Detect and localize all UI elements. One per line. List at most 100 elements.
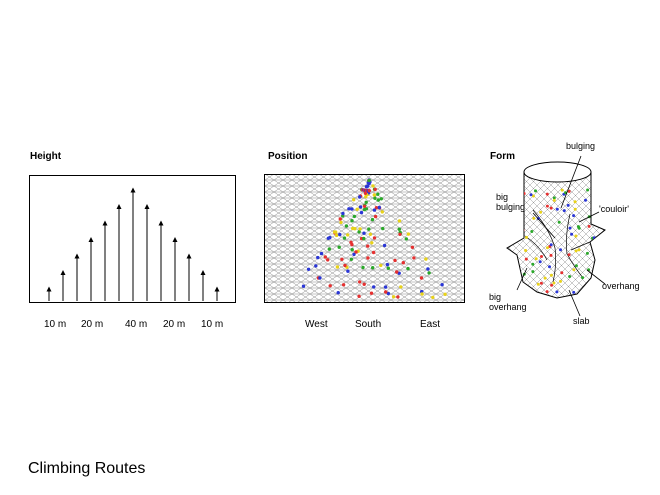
form-label-big-bulging: big bulging xyxy=(496,192,526,212)
form-route-dot xyxy=(531,270,535,274)
route-dot xyxy=(323,255,327,259)
route-dot xyxy=(396,295,400,299)
route-dot xyxy=(342,236,347,240)
position-title: Position xyxy=(268,151,308,162)
route-dot xyxy=(372,193,376,197)
route-dot xyxy=(352,214,357,219)
route-dot xyxy=(371,184,375,188)
route-dot xyxy=(357,294,361,298)
form-label-slab: slab xyxy=(573,316,590,326)
route-dot xyxy=(332,230,337,234)
form-route-dot xyxy=(577,248,581,252)
route-dot xyxy=(397,227,401,231)
height-title: Height xyxy=(30,151,62,162)
route-dot xyxy=(381,226,385,231)
form-route-dot xyxy=(548,265,551,269)
route-dot xyxy=(352,252,356,257)
route-dot xyxy=(372,236,377,240)
route-dot xyxy=(373,196,377,200)
height-arrow-7 xyxy=(130,187,136,301)
form-route-dot xyxy=(586,188,590,192)
route-dot xyxy=(361,265,365,270)
form-route-dot xyxy=(587,224,591,228)
route-dot xyxy=(367,178,371,183)
route-dot xyxy=(339,220,343,225)
position-axis-label-south: South xyxy=(355,319,382,330)
form-route-dot xyxy=(568,226,572,230)
route-dot xyxy=(338,217,342,221)
route-dot xyxy=(301,284,306,288)
form-route-dot xyxy=(576,225,580,229)
form-route-dot xyxy=(546,246,549,250)
route-dot xyxy=(314,264,318,268)
route-dot xyxy=(431,295,435,300)
form-label-couloir: 'couloir' xyxy=(599,204,629,214)
form-route-dot xyxy=(525,235,528,239)
height-axis-label-5: 10 m xyxy=(201,319,224,330)
route-dot xyxy=(443,292,447,296)
height-arrow-3 xyxy=(74,253,80,301)
height-arrow-5 xyxy=(102,220,108,301)
route-dot xyxy=(358,280,362,284)
form-route-dot xyxy=(531,262,535,266)
height-arrow-6 xyxy=(116,204,122,301)
route-dot xyxy=(362,231,366,235)
form-route-dot xyxy=(557,220,561,224)
form-route-dot xyxy=(534,189,537,193)
form-route-dot xyxy=(536,282,540,286)
form-route-dot xyxy=(517,274,521,278)
route-dot xyxy=(326,258,330,262)
route-dot xyxy=(359,210,364,215)
position-axis-label-west: West xyxy=(305,319,328,330)
route-dot xyxy=(367,189,371,193)
route-dot xyxy=(372,208,377,212)
form-route-dot xyxy=(592,206,596,210)
route-dot xyxy=(369,291,374,295)
form-diagram xyxy=(506,155,606,317)
form-route-dot xyxy=(573,207,577,211)
route-dot xyxy=(349,257,354,261)
route-dot xyxy=(367,227,371,231)
route-dot xyxy=(350,207,354,211)
route-dot xyxy=(419,276,424,280)
form-route-dot xyxy=(549,273,553,277)
route-dot xyxy=(328,235,332,240)
height-arrow-10 xyxy=(172,237,178,301)
route-dot xyxy=(397,219,402,223)
route-dot xyxy=(354,250,358,254)
form-route-dot xyxy=(594,221,598,225)
form-route-dot xyxy=(560,188,564,192)
route-dot xyxy=(350,248,354,252)
route-dot xyxy=(366,244,370,248)
form-route-dot xyxy=(555,290,559,294)
route-dot xyxy=(382,243,387,248)
route-dot xyxy=(358,227,362,231)
route-dot xyxy=(327,247,331,251)
form-route-dot xyxy=(570,232,574,236)
form-route-dot xyxy=(566,203,570,207)
route-dot xyxy=(340,257,344,261)
route-dot xyxy=(346,269,350,273)
route-dot xyxy=(306,267,311,271)
form-route-dot xyxy=(539,281,543,285)
route-dot xyxy=(335,265,340,269)
route-dot xyxy=(420,292,424,296)
form-route-dot xyxy=(592,216,596,220)
form-route-dot xyxy=(549,206,553,210)
route-dot xyxy=(358,195,362,199)
route-dot xyxy=(319,251,324,256)
form-route-dot xyxy=(539,210,543,214)
height-chart xyxy=(29,175,236,303)
form-route-dot xyxy=(545,192,549,196)
route-dot xyxy=(373,214,378,219)
footer-title: Climbing Routes xyxy=(28,460,146,477)
form-route-dot xyxy=(531,194,535,198)
form-route-dot xyxy=(549,243,553,247)
route-dot xyxy=(373,187,377,192)
form-route-dot xyxy=(552,281,556,285)
route-dot xyxy=(362,236,366,241)
form-route-dot xyxy=(585,251,589,255)
form-route-dot xyxy=(532,216,536,220)
form-route-dot xyxy=(574,234,578,238)
route-dot xyxy=(393,258,397,263)
